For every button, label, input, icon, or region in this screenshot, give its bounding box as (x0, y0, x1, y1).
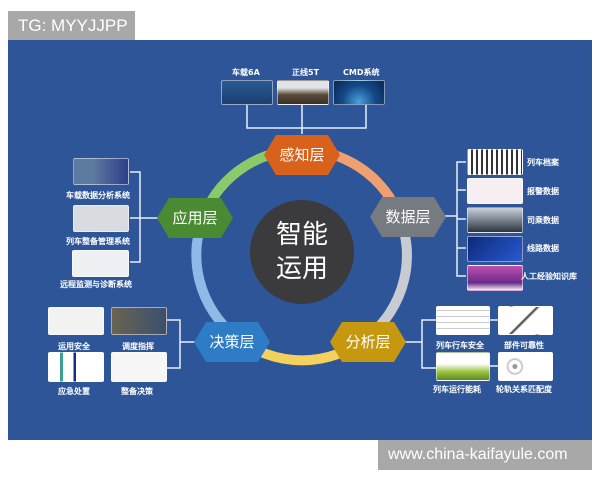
hex-decision (194, 322, 270, 362)
label-analysis: 分析层 (345, 333, 391, 351)
label-decision: 决策层 (209, 333, 255, 351)
thumb-onboard-analysis (73, 158, 129, 185)
item-cmd-system: CMD系统 (343, 68, 380, 77)
item-maintenance-mgmt: 列车整备管理系统 (66, 237, 130, 246)
item-remote-monitor: 远程监测与诊断系统 (60, 280, 132, 289)
thumb-alarm-data (467, 178, 523, 204)
hex-data (370, 197, 446, 237)
connector-application (130, 171, 160, 263)
watermark-url: www.china-kaifayule.com (378, 440, 592, 470)
thumb-component-reliability (498, 306, 553, 335)
item-alarm-data: 报警数据 (527, 187, 559, 196)
thumb-maintenance-decision (111, 352, 167, 382)
watermark-tg: TG: MYYJJPP (8, 11, 135, 41)
item-mainline-5t: 正线5T (292, 68, 320, 77)
thumb-train-archive (467, 149, 523, 175)
connector-data (444, 161, 466, 277)
item-route-data: 线路数据 (527, 244, 559, 253)
label-application: 应用层 (172, 209, 218, 227)
thumb-onboard-6a (221, 80, 273, 105)
center-line-2: 运用 (275, 254, 328, 284)
connector-perception (246, 105, 367, 134)
item-component-reliability: 部件可靠性 (504, 341, 544, 350)
center-line-1: 智能 (275, 220, 328, 250)
item-wheel-rail: 轮轨关系匹配度 (496, 385, 552, 394)
item-knowledge-base: 人工经验知识库 (521, 272, 577, 281)
thumb-wheel-rail (498, 352, 553, 381)
thumb-energy (436, 352, 490, 381)
thumb-knowledge-base (467, 265, 523, 291)
item-operation-safety: 运用安全 (58, 342, 90, 351)
hex-perception (264, 135, 340, 175)
thumb-maintenance-mgmt (73, 205, 129, 232)
thumb-crew-data (467, 207, 523, 233)
item-train-archive: 列车档案 (527, 158, 559, 167)
item-onboard-6a: 车载6A (232, 68, 260, 77)
thumb-mainline-5t (277, 80, 329, 105)
center-circle (250, 200, 354, 304)
label-data: 数据层 (385, 208, 431, 226)
center-title: 智能 运用 (262, 218, 342, 286)
item-crew-data: 司乘数据 (527, 216, 559, 225)
item-dispatch: 调度指挥 (122, 342, 154, 351)
item-running-safety: 列车行车安全 (436, 341, 484, 350)
label-perception: 感知层 (279, 146, 325, 164)
item-onboard-analysis: 车载数据分析系统 (66, 191, 130, 200)
item-emergency: 应急处置 (58, 387, 90, 396)
thumb-emergency (48, 352, 104, 382)
thumb-running-safety (436, 306, 490, 335)
hex-analysis (330, 322, 406, 362)
connector-analysis (404, 319, 498, 369)
thumb-dispatch (111, 307, 167, 335)
thumb-operation-safety (48, 307, 104, 335)
hex-application (157, 198, 233, 238)
thumb-cmd-system (333, 80, 385, 105)
item-energy: 列车运行能耗 (433, 385, 481, 394)
thumb-route-data (467, 236, 523, 262)
item-maintenance-decision: 整备决策 (121, 387, 153, 396)
thumb-remote-monitor (72, 250, 129, 277)
